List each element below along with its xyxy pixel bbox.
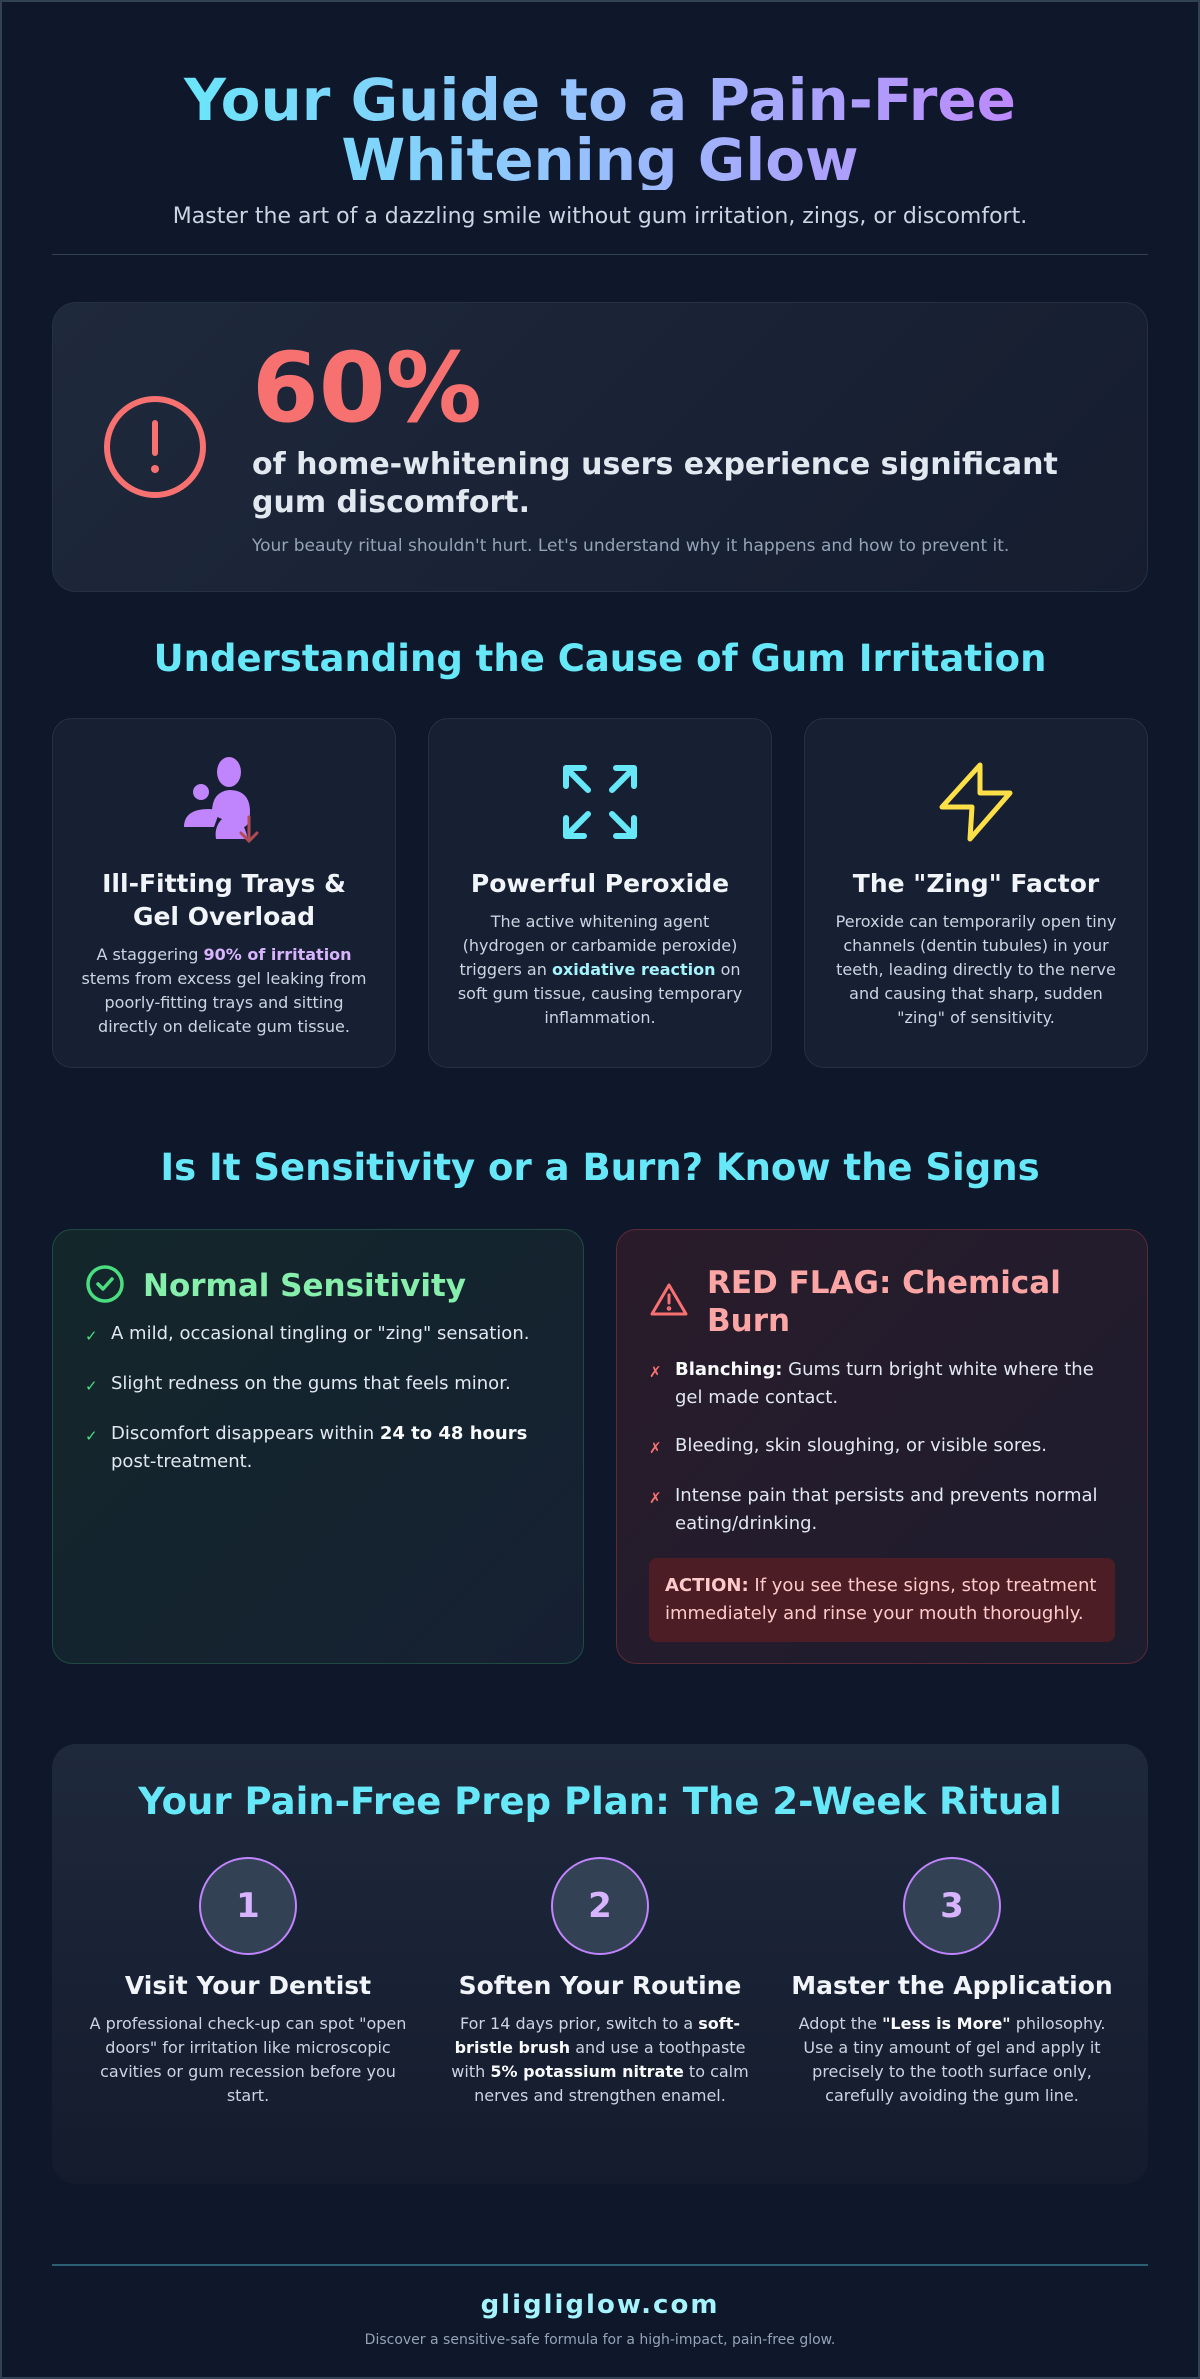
text: Adopt the [798,2014,883,2033]
list-item: ✓ A mild, occasional tingling or "zing" s… [85,1320,551,1350]
text: For 14 days prior, switch to a [459,2014,699,2033]
emphasis: 5% potassium nitrate [490,2062,684,2081]
step-3: 3 Master the Application Adopt the "Less… [776,1857,1128,2108]
stat-card: 60% of home-whitening users experience s… [52,302,1148,592]
step-2: 2 Soften Your Routine For 14 days prior,… [424,1857,776,2108]
red-flag-list: ✗ Blanching: Gums turn bright white where… [649,1356,1115,1538]
x-mark-icon: ✗ [649,1439,662,1457]
text: philosophy. Use a tiny amount of gel and… [803,2014,1106,2105]
page-subtitle: Master the art of a dazzling smile witho… [172,204,1028,229]
stat-content: 60% of home-whitening users experience s… [252,338,1097,556]
causes-grid: Ill-Fitting Trays & Gel Overload A stagg… [52,718,1148,1068]
list-item-text: Discomfort disappears within 24 to 48 ho… [111,1420,551,1476]
stat-value: 60% [252,332,482,444]
stat-note: Your beauty ritual shouldn't hurt. Let's… [252,536,1010,556]
signs-grid: Normal Sensitivity ✓ A mild, occasional t… [52,1229,1148,1664]
check-circle-icon [85,1264,125,1308]
list-item-text: A mild, occasional tingling or "zing" se… [111,1323,530,1344]
cause-card-zing: The "Zing" Factor Peroxide can temporari… [804,718,1148,1068]
step-body: Adopt the "Less is More" philosophy. Use… [790,2012,1114,2108]
users-arrow-down-icon [81,757,367,845]
cause-highlight: 90% of irritation [203,945,352,964]
step-title: Visit Your Dentist [124,1971,372,2000]
normal-title: Normal Sensitivity [143,1268,466,1304]
cause-title: Powerful Peroxide [470,869,730,898]
x-mark-icon: ✗ [649,1489,662,1507]
text: and use a toothpaste with [451,2038,746,2081]
check-icon: ✓ [85,1377,98,1395]
cause-text: The active whitening agent (hydrogen or … [459,912,738,979]
cause-card-peroxide: Powerful Peroxide The active whitening a… [428,718,772,1068]
cause-card-trays: Ill-Fitting Trays & Gel Overload A stagg… [52,718,396,1068]
text: post-treatment. [111,1451,253,1472]
check-icon: ✓ [85,1327,98,1345]
cause-highlight: oxidative reaction [551,960,716,979]
action-text: If you see these signs, stop treatment i… [665,1575,1097,1624]
step-title: Master the Application [791,1971,1113,2000]
cause-body: A staggering 90% of irritation stems fro… [81,943,367,1039]
cause-body: Peroxide can temporarily open tiny chann… [835,912,1117,1027]
action-callout: ACTION: If you see these signs, stop tre… [649,1558,1115,1642]
warning-triangle-icon [649,1280,689,1324]
lightning-bolt-icon [833,759,1119,845]
step-1: 1 Visit Your Dentist A professional chec… [72,1857,424,2108]
normal-sensitivity-card: Normal Sensitivity ✓ A mild, occasional t… [52,1229,584,1664]
x-mark-icon: ✗ [649,1363,662,1381]
prep-plan-card: Your Pain-Free Prep Plan: The 2-Week Rit… [52,1744,1148,2184]
step-body: For 14 days prior, switch to a soft-bris… [438,2012,762,2108]
footer-divider [52,2264,1148,2266]
step-number-badge: 1 [199,1857,297,1955]
list-item: ✓ Slight redness on the gums that feels m… [85,1370,551,1400]
cause-text: A staggering [96,945,204,964]
alert-circle-icon [103,395,207,499]
step-body: A professional check-up can spot "open d… [89,2014,407,2105]
footer-site-link[interactable]: gligliglow.com [480,2290,720,2320]
cause-title: Ill-Fitting Trays & Gel Overload [102,869,346,931]
list-item-text: Blanching: Gums turn bright white where … [675,1356,1115,1412]
emphasis: soft-bristle brush [454,2014,741,2057]
header: Your Guide to a Pain-Free Whitening Glow… [52,2,1148,229]
step-number-badge: 3 [903,1857,1001,1955]
list-item: ✗ Bleeding, skin sloughing, or visible so… [649,1432,1115,1462]
red-flag-title: RED FLAG: Chemical Burn [707,1265,1061,1339]
red-flag-heading: RED FLAG: Chemical Burn [649,1264,1115,1340]
text: to calm nerves and strengthen enamel. [474,2062,749,2105]
page-title: Your Guide to a Pain-Free Whitening Glow [150,70,1050,190]
cause-title: The "Zing" Factor [852,869,1100,898]
check-icon: ✓ [85,1427,98,1445]
red-flag-card: RED FLAG: Chemical Burn ✗ Blanching: Gums… [616,1229,1148,1664]
text: Discomfort disappears within [111,1423,380,1444]
prep-plan-title: Your Pain-Free Prep Plan: The 2-Week Rit… [138,1780,1062,1823]
cause-text: stems from excess gel leaking from poorl… [81,969,367,1036]
normal-heading: Normal Sensitivity [85,1264,551,1308]
emphasis: Blanching: [675,1359,783,1380]
list-item-text: Slight redness on the gums that feels mi… [111,1373,511,1394]
list-item-text: Bleeding, skin sloughing, or visible sor… [675,1435,1048,1456]
steps: 1 Visit Your Dentist A professional chec… [52,1857,1148,2108]
footer: gligliglow.com Discover a sensitive-safe… [52,2290,1148,2348]
text: Gums turn bright white where the gel mad… [675,1359,1094,1408]
causes-section-title: Understanding the Cause of Gum Irritatio… [153,637,1047,680]
step-number-badge: 2 [551,1857,649,1955]
list-item-text: Intense pain that persists and prevents … [675,1485,1098,1534]
cause-body: The active whitening agent (hydrogen or … [457,910,743,1030]
emphasis: "Less is More" [882,2014,1011,2033]
header-divider [52,254,1148,255]
emphasis: 24 to 48 hours [379,1423,528,1444]
list-item: ✓ Discomfort disappears within 24 to 48 h… [85,1420,551,1476]
stat-description: of home-whitening users experience signi… [252,447,1058,520]
step-title: Soften Your Routine [458,1971,742,2000]
expand-arrows-icon [457,759,743,845]
action-label: ACTION: [665,1575,749,1596]
footer-tagline: Discover a sensitive-safe formula for a … [364,2332,836,2348]
signs-section-title: Is It Sensitivity or a Burn? Know the Si… [160,1146,1040,1189]
cause-text: on soft gum tissue, causing temporary in… [457,960,743,1027]
list-item: ✗ Intense pain that persists and prevents… [649,1482,1115,1538]
normal-list: ✓ A mild, occasional tingling or "zing" s… [85,1320,551,1476]
list-item: ✗ Blanching: Gums turn bright white where… [649,1356,1115,1412]
